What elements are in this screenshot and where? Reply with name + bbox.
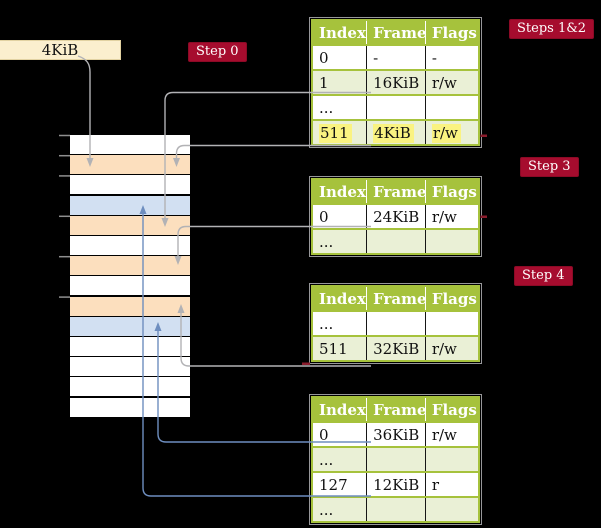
- table-cell: [424, 446, 479, 472]
- memory-row-white: [70, 236, 190, 255]
- table-cell: 36KiB: [366, 421, 426, 447]
- memory-row-orange: [70, 215, 190, 235]
- col-header-flags: Flags: [424, 179, 479, 204]
- table-cell: 12KiB: [366, 471, 426, 497]
- table-cell: r/w: [424, 421, 479, 447]
- table-row: ...: [312, 496, 479, 522]
- table-cell: ...: [312, 310, 367, 336]
- frame-box: 4KiB: [0, 40, 121, 60]
- table-cell: 4KiB: [366, 119, 426, 145]
- table-cell: 16KiB: [366, 69, 426, 95]
- table-cell: 1: [312, 69, 367, 95]
- table-row: ...: [312, 94, 479, 120]
- connector-table1-row511: [173, 144, 371, 167]
- col-header-flags: Flags: [424, 286, 479, 311]
- memory-row-white: [70, 397, 190, 417]
- table-cell: r: [424, 471, 479, 497]
- table-cell: 0: [312, 203, 367, 229]
- table-cell: ...: [312, 496, 367, 522]
- table-cell: [366, 310, 426, 336]
- table-cell: [424, 228, 479, 254]
- table-cell: 0: [312, 421, 367, 447]
- memory-row-white: [70, 135, 190, 154]
- page-table-4: Index Frame Flags 0 36KiB r/w ... 127 12…: [309, 394, 482, 525]
- memory-row-orange: [70, 296, 190, 316]
- badge-step-0: Step 0: [188, 42, 247, 62]
- col-header-index: Index: [312, 286, 367, 311]
- col-header-index: Index: [312, 179, 367, 204]
- memory-row-orange: [70, 256, 190, 276]
- table-cell: r/w: [424, 335, 479, 361]
- table-cell: 32KiB: [366, 335, 426, 361]
- table-cell: -: [424, 44, 479, 70]
- col-header-frame: Frame: [366, 286, 427, 311]
- table-cell: [366, 94, 426, 120]
- table-cell: ...: [312, 94, 367, 120]
- table-cell: 511: [312, 119, 367, 145]
- table-row: 127 12KiB r: [312, 471, 479, 497]
- table-cell: 24KiB: [366, 203, 426, 229]
- table-header-row: Index Frame Flags: [312, 397, 479, 422]
- table-row: 0 - -: [312, 44, 479, 70]
- frame-box-label: 4KiB: [41, 41, 79, 59]
- table-header-row: Index Frame Flags: [312, 20, 479, 45]
- table-row: 511 32KiB r/w: [312, 335, 479, 361]
- table-cell: r/w: [424, 119, 479, 145]
- table-cell: [366, 496, 426, 522]
- table-cell: [366, 446, 426, 472]
- table-cell: 127: [312, 471, 367, 497]
- col-header-frame: Frame: [366, 20, 427, 45]
- badge-step-3: Step 3: [520, 157, 579, 177]
- table-row: 0 24KiB r/w: [312, 203, 479, 229]
- memory-row-orange: [70, 155, 190, 175]
- memory-row-white: [70, 377, 190, 397]
- table-cell: r/w: [424, 69, 479, 95]
- memory-row-blue: [70, 195, 190, 215]
- table-cell: ...: [312, 228, 367, 254]
- badge-step-4: Step 4: [514, 266, 573, 286]
- memory-row-blue: [70, 316, 190, 336]
- table-cell: 0: [312, 44, 367, 70]
- page-table-2: Index Frame Flags 0 24KiB r/w ...: [309, 176, 482, 257]
- table-cell: ...: [312, 446, 367, 472]
- table-cell: r/w: [424, 203, 479, 229]
- table-header-row: Index Frame Flags: [312, 179, 479, 204]
- col-header-frame: Frame: [366, 397, 427, 422]
- memory-row-white: [70, 276, 190, 296]
- memory-column: [70, 135, 190, 418]
- table-cell: [424, 94, 479, 120]
- table-row: ...: [312, 228, 479, 254]
- badge-steps-1-2: Steps 1&2: [509, 19, 595, 39]
- table-row: ...: [312, 446, 479, 472]
- table-row: ...: [312, 310, 479, 336]
- table-row: 1 16KiB r/w: [312, 69, 479, 95]
- address-ticks: [59, 134, 70, 298]
- table-row: 0 36KiB r/w: [312, 421, 479, 447]
- col-header-flags: Flags: [424, 20, 479, 45]
- memory-row-white: [70, 337, 190, 356]
- table-cell: 511: [312, 335, 367, 361]
- page-table-3: Index Frame Flags ... 511 32KiB r/w: [309, 283, 482, 364]
- table-row-highlighted: 511 4KiB r/w: [312, 119, 479, 145]
- col-header-flags: Flags: [424, 397, 479, 422]
- table-cell: -: [366, 44, 426, 70]
- col-header-index: Index: [312, 20, 367, 45]
- page-table-1: Index Frame Flags 0 - - 1 16KiB r/w ... …: [309, 17, 482, 148]
- table-cell: [424, 496, 479, 522]
- table-header-row: Index Frame Flags: [312, 286, 479, 311]
- col-header-index: Index: [312, 397, 367, 422]
- table-cell: [366, 228, 426, 254]
- table-cell: [424, 310, 479, 336]
- memory-row-white: [70, 175, 190, 195]
- memory-row-white: [70, 357, 190, 377]
- col-header-frame: Frame: [366, 179, 427, 204]
